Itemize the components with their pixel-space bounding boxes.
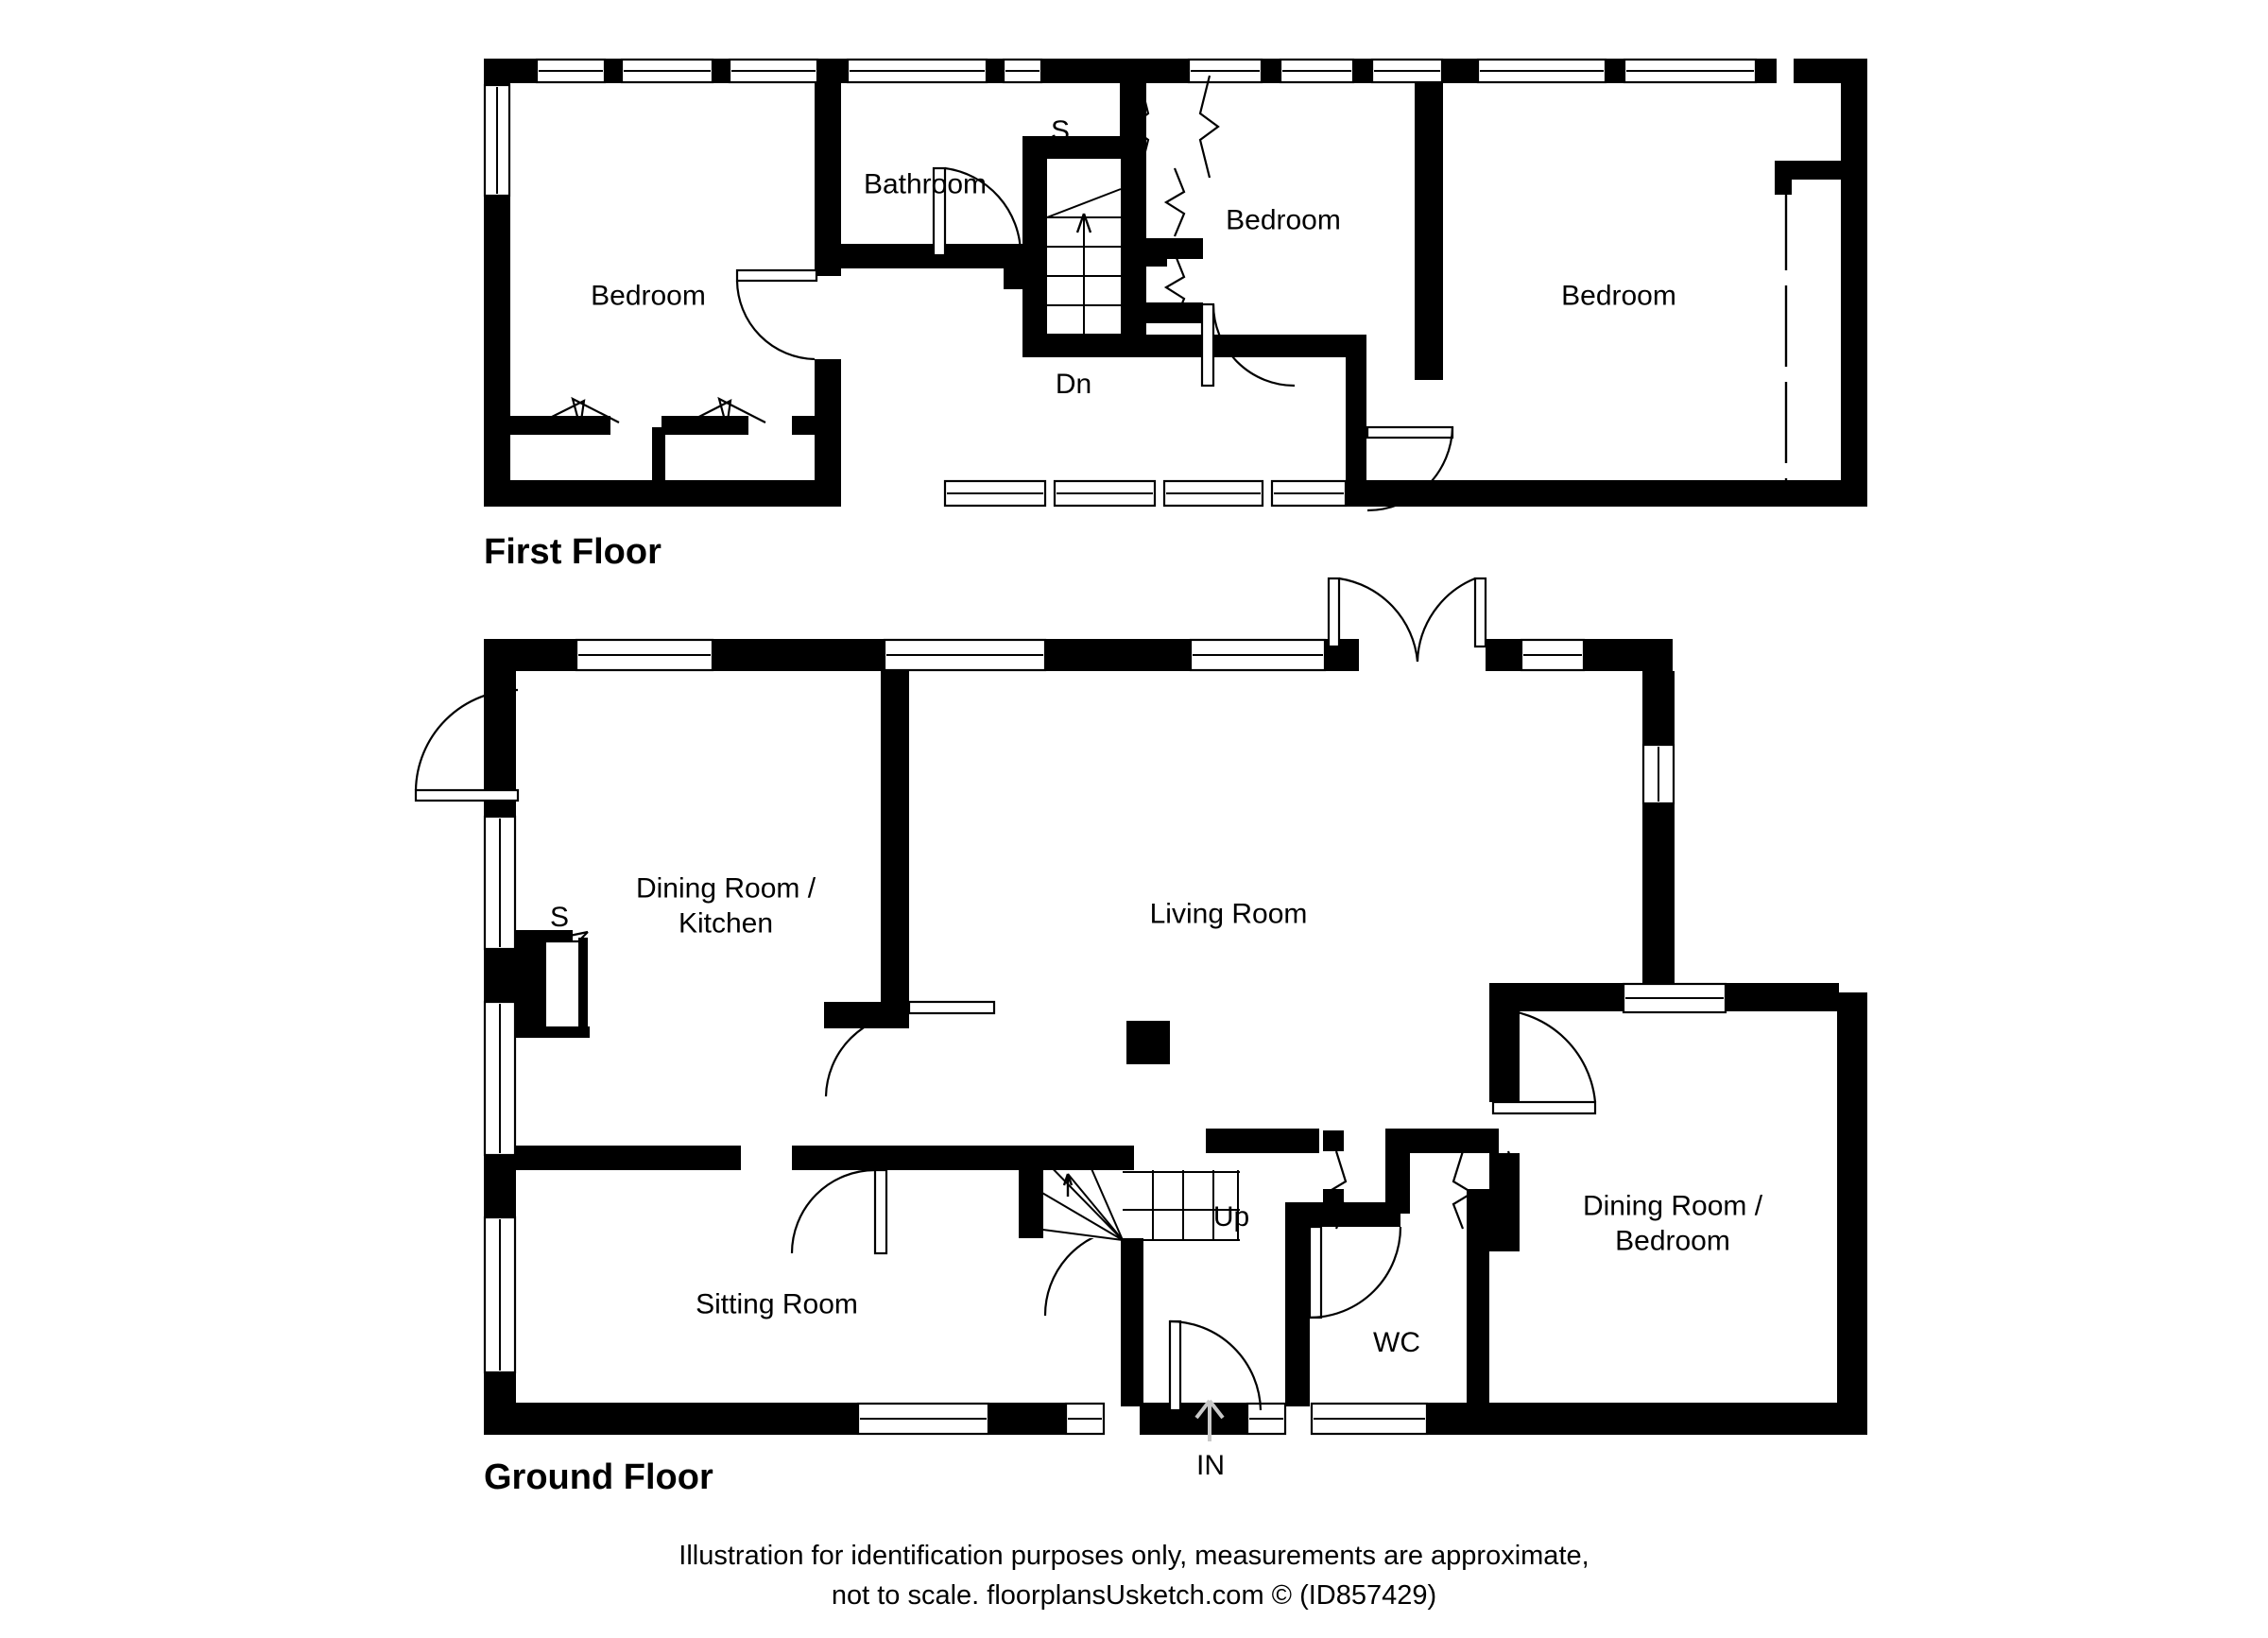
door — [414, 688, 520, 802]
cupboard-door — [541, 930, 589, 943]
first-floor-doors — [534, 75, 1454, 512]
window — [1246, 1402, 1287, 1436]
hearth-block — [1126, 1021, 1170, 1064]
window — [1002, 58, 1043, 84]
window — [483, 1000, 517, 1157]
window — [1279, 58, 1355, 84]
first-floor-walls — [484, 59, 1867, 507]
window — [620, 58, 714, 84]
window — [1162, 479, 1264, 508]
window — [1623, 58, 1758, 84]
ground-floor-stairs — [1035, 1148, 1240, 1241]
window — [1476, 58, 1607, 84]
window — [483, 83, 511, 198]
footer-line-1: Illustration for identification purposes… — [679, 1541, 1589, 1571]
wardrobe-doors — [534, 396, 766, 428]
window — [1187, 58, 1263, 84]
room-label-dining-room-bedroom: Dining Room / Bedroom — [1582, 1190, 1763, 1256]
window — [483, 815, 517, 951]
window — [1622, 982, 1727, 1014]
cupboard-doors — [1452, 1150, 1475, 1230]
room-label-wc: WC — [1373, 1327, 1420, 1358]
room-label-bedroom-left: Bedroom — [591, 280, 706, 312]
door — [824, 1000, 996, 1097]
window — [1053, 479, 1157, 508]
window — [943, 479, 1047, 508]
entrance-arrow — [1194, 1399, 1225, 1441]
entrance-marker: IN — [1196, 1450, 1225, 1481]
room-label-dining-room-kitchen: Dining Room / Kitchen — [635, 872, 816, 939]
window — [483, 1216, 517, 1374]
stairs-up-marker: Up — [1212, 1201, 1250, 1233]
window — [575, 638, 714, 672]
cupboard-doors — [1324, 1150, 1348, 1230]
door — [735, 268, 818, 361]
door — [932, 166, 1022, 257]
ground-floor-title: Ground Floor — [484, 1457, 713, 1497]
door — [1308, 1225, 1402, 1319]
ground-floor-walls — [484, 639, 1867, 1435]
window — [1310, 1402, 1429, 1436]
window — [1189, 638, 1327, 672]
window — [1064, 1402, 1106, 1436]
window — [728, 58, 819, 84]
storage-marker-ground-floor: S — [549, 902, 570, 933]
door — [1366, 425, 1454, 512]
door — [1491, 1008, 1597, 1115]
window — [1270, 479, 1348, 508]
window — [1641, 743, 1675, 805]
door — [790, 1168, 888, 1255]
entrance-door — [1168, 1319, 1263, 1412]
cupboard-doors — [1163, 252, 1186, 322]
first-floor-windows — [483, 58, 1758, 508]
door — [1200, 302, 1296, 388]
room-label-sitting-room: Sitting Room — [696, 1288, 858, 1320]
cupboard-doors — [1496, 1150, 1520, 1232]
window — [846, 58, 988, 84]
cupboard-doors — [1128, 75, 1220, 179]
first-floor-title: First Floor — [484, 532, 662, 572]
window — [1520, 638, 1586, 672]
room-label-bedroom-right: Bedroom — [1561, 280, 1676, 312]
window — [1370, 58, 1444, 84]
cupboard-doors — [1163, 167, 1186, 237]
first-floor-stairs — [1046, 159, 1122, 336]
window — [535, 58, 607, 84]
room-label-living-room: Living Room — [1149, 898, 1308, 930]
window — [856, 1402, 990, 1436]
ground-floor-doors — [414, 577, 1597, 1412]
storage-marker-first-floor: S — [1050, 115, 1071, 147]
room-label-bathroom: Bathroom — [863, 168, 988, 200]
french-doors — [1327, 577, 1487, 663]
footer-line-2: not to scale. floorplansUsketch.com © (I… — [831, 1580, 1437, 1611]
room-label-bedroom-middle: Bedroom — [1226, 204, 1341, 236]
window — [883, 638, 1047, 672]
stairs-down-marker: Dn — [1055, 369, 1092, 400]
ground-floor-windows — [483, 638, 1727, 1436]
